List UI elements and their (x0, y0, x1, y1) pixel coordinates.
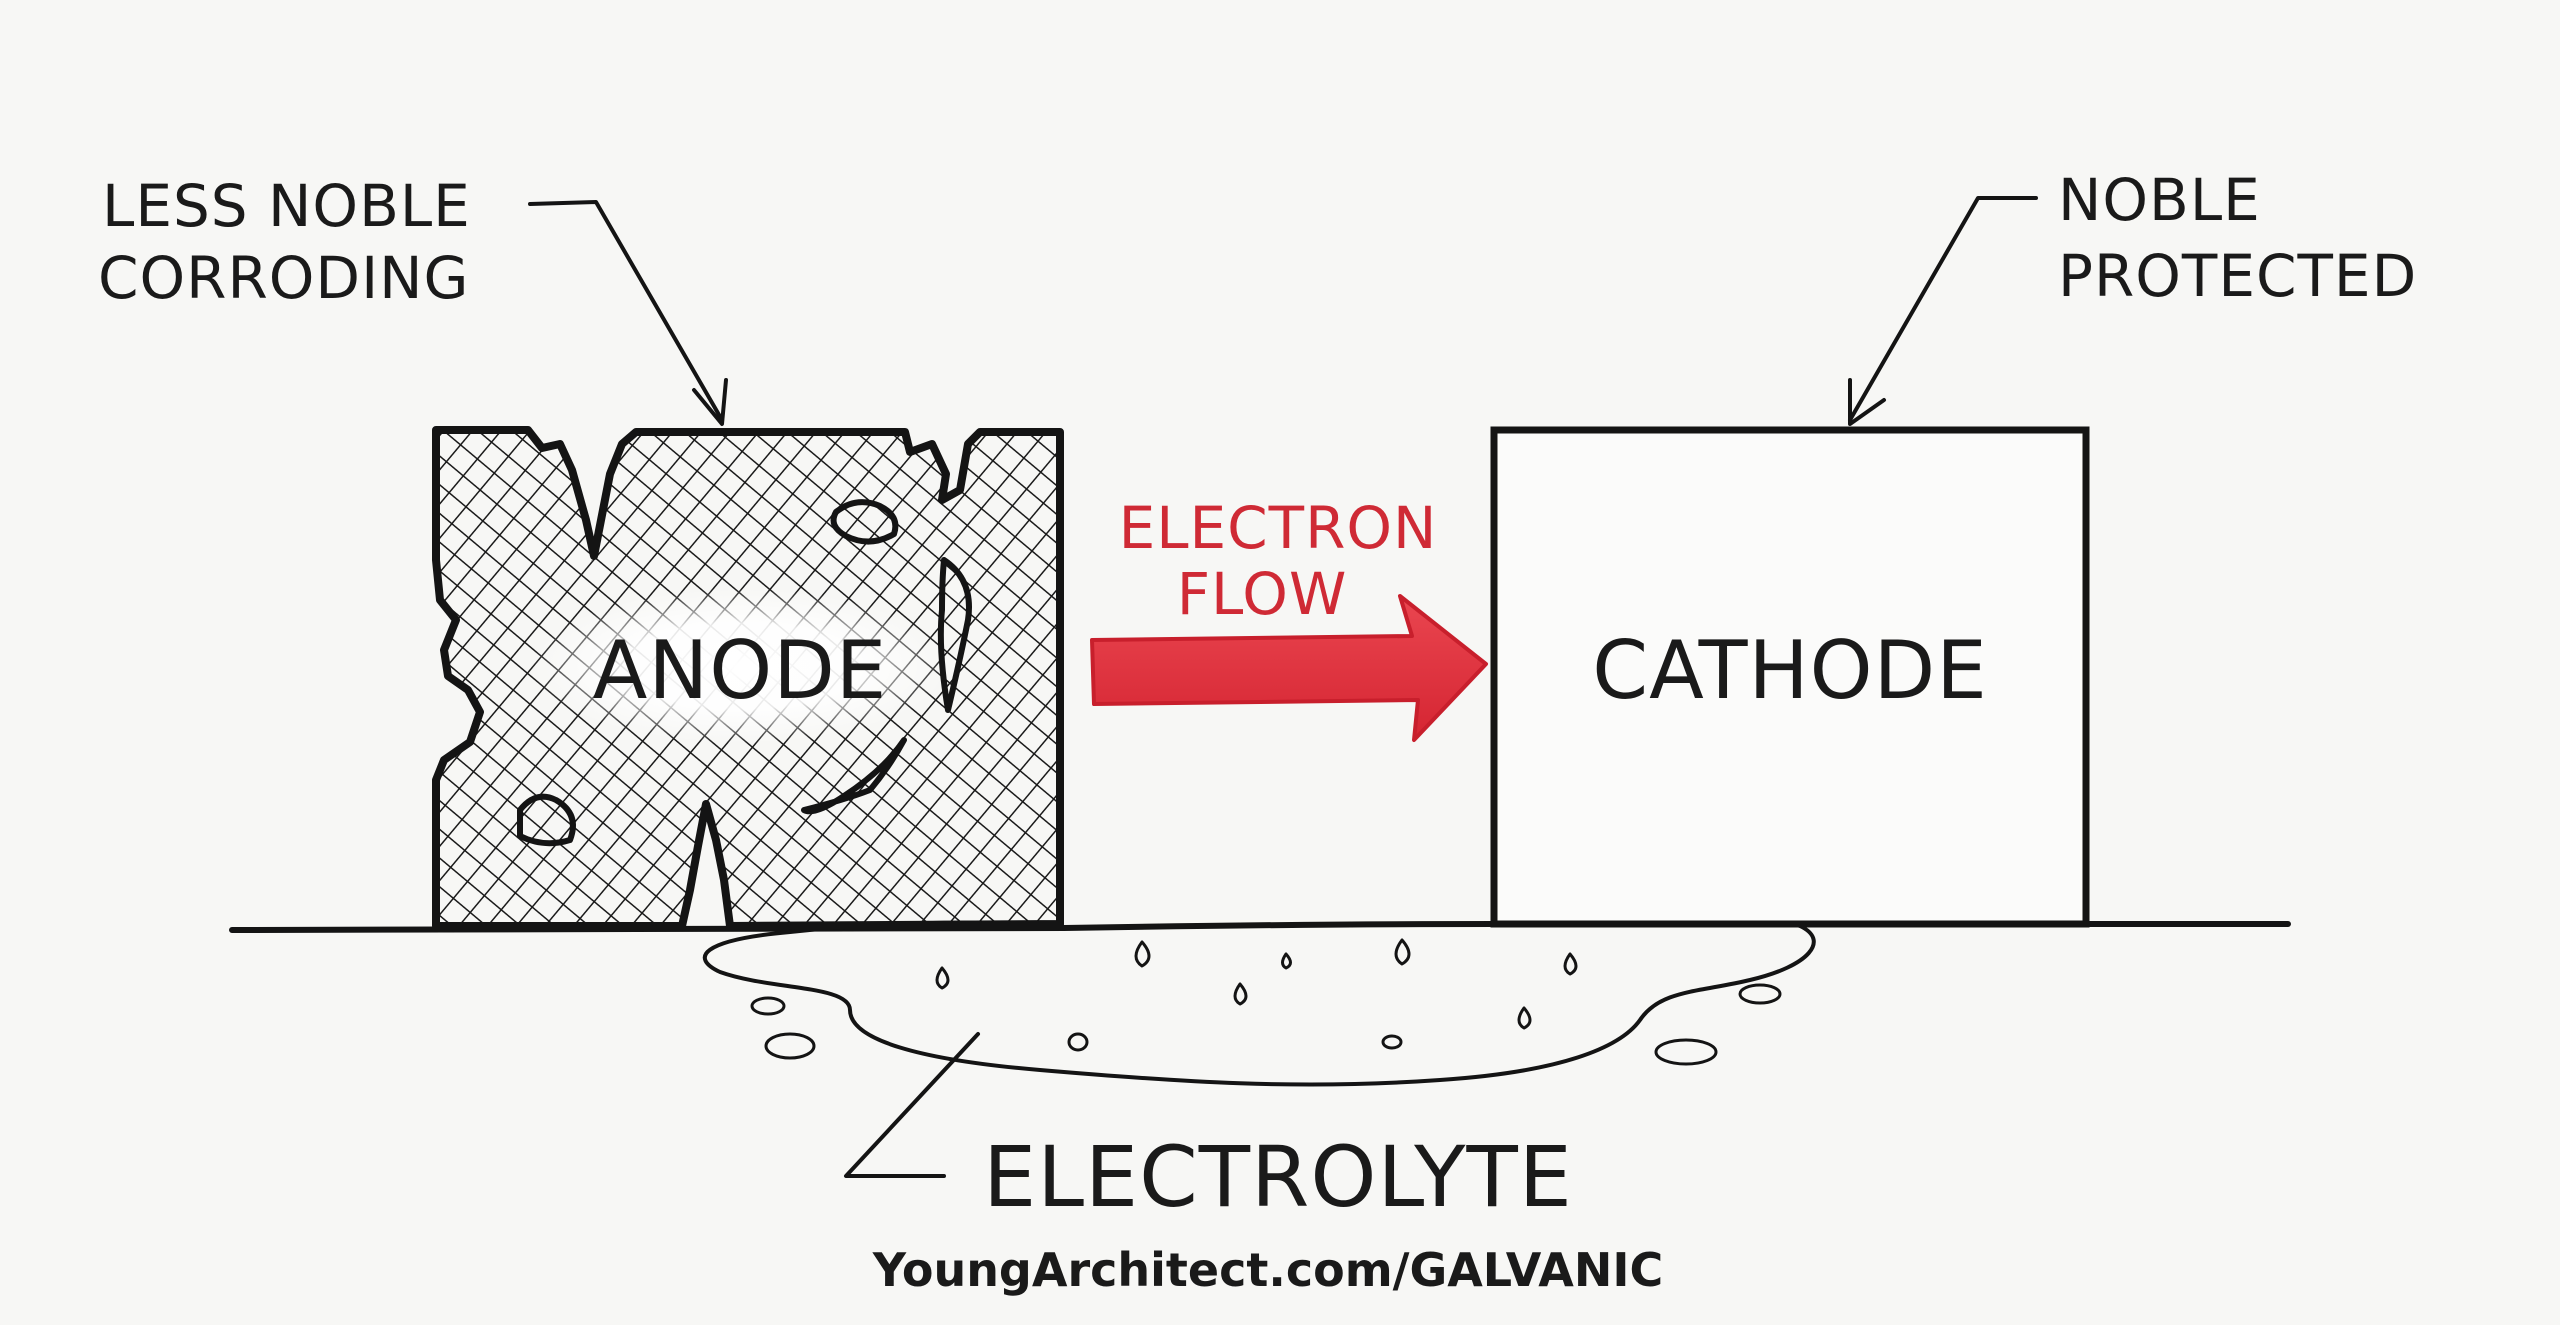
electrolyte-label: ELECTROLYTE (983, 1128, 1573, 1226)
cathode-block (1490, 426, 2090, 928)
electron-flow-line1: ELECTRON (1119, 494, 1438, 562)
cathode-callout-line1: NOBLE (2058, 166, 2261, 234)
anode-callout-leader (528, 200, 728, 426)
anode-callout-line1: LESS NOBLE (102, 172, 471, 240)
electrolyte-puddle (702, 919, 1816, 1087)
footer-url[interactable]: YoungArchitect.com/GALVANIC (872, 1243, 1664, 1297)
electron-flow-line2: FLOW (1177, 560, 1348, 628)
cathode-label: CATHODE (1592, 624, 1988, 717)
electron-flow-arrow (1090, 594, 1488, 742)
anode-glow (530, 588, 950, 744)
anode-callout-line2: CORRODING (98, 244, 470, 312)
electrolyte-leader (844, 1032, 980, 1178)
anode-block (432, 426, 1064, 930)
cathode-callout-leader (1848, 196, 2038, 426)
cathode-callout-line2: PROTECTED (2058, 242, 2417, 310)
anode-label: ANODE (593, 624, 888, 717)
